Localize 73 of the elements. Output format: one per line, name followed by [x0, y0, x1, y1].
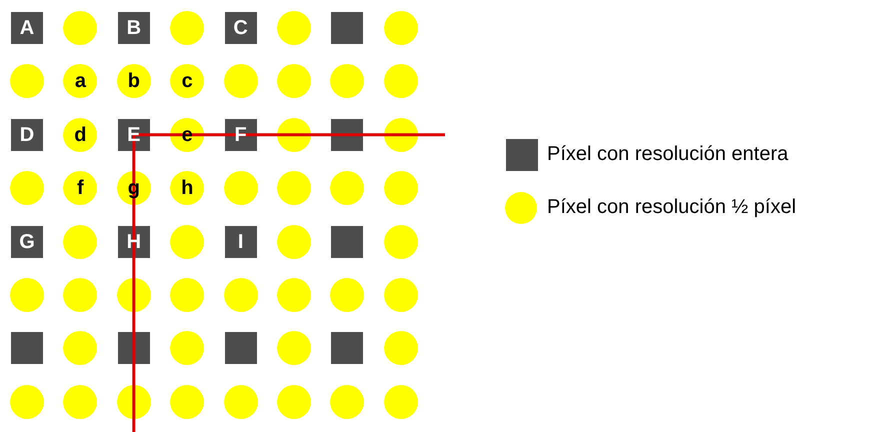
pixel-circle [10, 384, 44, 419]
pixel-circle [10, 278, 44, 312]
pixel-circle [384, 384, 418, 419]
pixel-circle [116, 64, 151, 98]
pixel-circle [170, 171, 204, 206]
pixel-letter: f [77, 178, 84, 198]
pixel-circle [277, 118, 311, 152]
pixel-circle [277, 11, 311, 45]
pixel-circle [277, 331, 311, 366]
pixel-circle [10, 64, 44, 98]
pixel-square [118, 332, 150, 364]
pixel-circle [384, 64, 418, 98]
pixel-circle [277, 171, 311, 206]
pixel-circle [277, 278, 311, 312]
legend-label: Píxel con resolución ½ píxel [547, 196, 796, 219]
pixel-square [331, 118, 364, 151]
pixel-circle [384, 331, 418, 366]
pixel-circle [170, 11, 204, 45]
pixel-circle [224, 384, 258, 419]
pixel-circle [384, 171, 418, 206]
pixel-square [11, 118, 43, 151]
pixel-circle [63, 171, 98, 206]
pixel-letter: B [126, 18, 142, 38]
pixel-circle [170, 64, 204, 98]
pixel-circle [277, 224, 311, 259]
pixel-circle [330, 384, 364, 419]
pixel-circle [116, 384, 151, 419]
pixel-circle [224, 278, 258, 312]
pixel-square [11, 12, 43, 44]
pixel-circle [63, 118, 98, 152]
pixel-letter: C [233, 18, 248, 38]
pixel-square [224, 12, 257, 44]
pixel-letter: D [20, 124, 34, 145]
pixel-square [331, 226, 364, 258]
pixel-circle [63, 278, 98, 312]
pixel-circle [384, 11, 418, 45]
pixel-circle [170, 278, 204, 312]
pixel-circle [63, 11, 98, 45]
pixel-circle [384, 118, 418, 152]
pixel-letter: G [19, 232, 35, 252]
pixel-circle [63, 64, 98, 98]
pixel-square [331, 12, 364, 44]
pixel-circle [10, 171, 44, 206]
pixel-circle [63, 384, 98, 419]
pixel-square [331, 332, 364, 364]
pixel-circle [63, 224, 98, 259]
pixel-square [224, 226, 257, 258]
pixel-circle [170, 331, 204, 366]
pixel-letter: a [74, 71, 86, 92]
pixel-square [11, 332, 43, 364]
pixel-letter: b [128, 71, 140, 92]
pixel-circle [224, 171, 258, 206]
pixel-letter: I [238, 232, 244, 252]
pixel-letter: h [181, 178, 194, 198]
pixel-square [224, 332, 257, 364]
pixel-circle [170, 224, 204, 259]
pixel-circle [277, 64, 311, 98]
pixel-square [118, 12, 150, 44]
pixel-letter: d [74, 124, 86, 145]
pixel-circle [63, 331, 98, 366]
pixel-circle [384, 224, 418, 259]
pixel-circle [330, 171, 364, 206]
pixel-circle [277, 384, 311, 419]
pixel-circle [170, 384, 204, 419]
pixel-circle [384, 278, 418, 312]
pixel-letter: A [20, 18, 34, 38]
legend-label: Píxel con resolución entera [547, 143, 788, 166]
pixel-circle [116, 278, 151, 312]
pixel-circle [224, 64, 258, 98]
pixel-square [11, 226, 43, 258]
pixel-circle [330, 64, 364, 98]
pixel-letter: c [182, 71, 193, 92]
pixel-circle [330, 278, 364, 312]
